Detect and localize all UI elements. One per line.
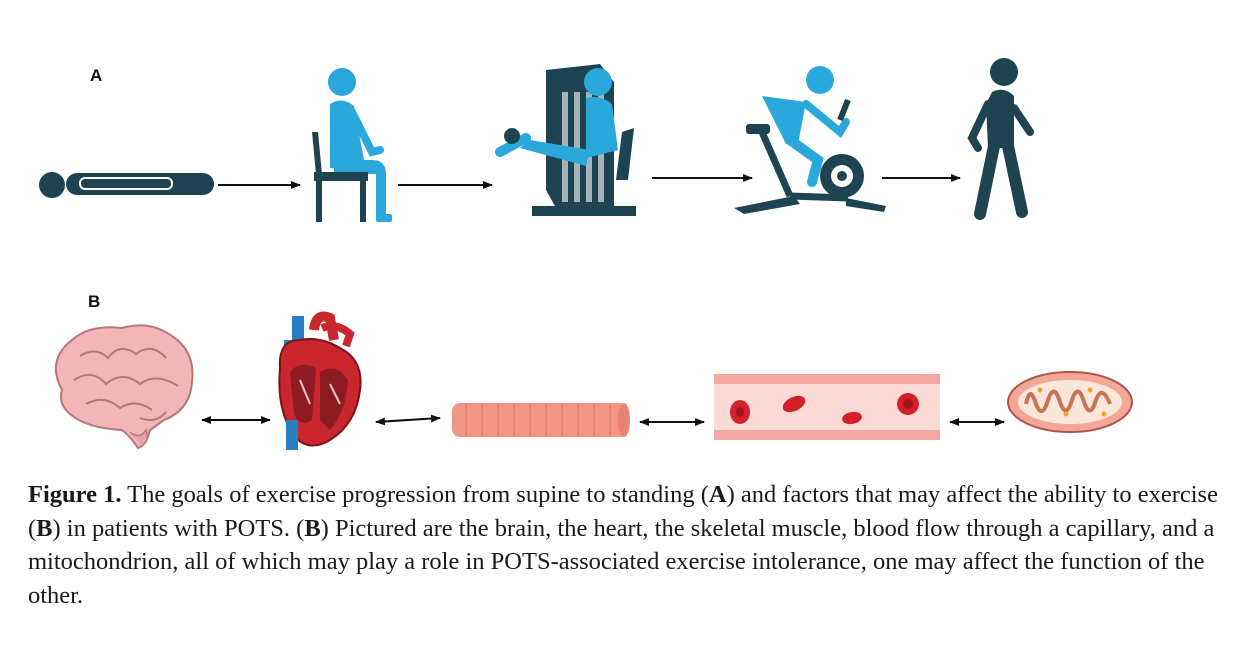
- caption-ref-b: B: [36, 514, 53, 542]
- panel-b-label: B: [88, 292, 101, 311]
- brain-icon: [54, 324, 194, 450]
- walking-person-icon: [967, 58, 1034, 220]
- arrow-b2: [375, 414, 441, 426]
- mitochondrion-icon: [1007, 371, 1133, 433]
- caption-text-4: ) Pictured are the brain, the heart, the…: [28, 514, 1215, 609]
- figure-illustration: [39, 58, 1133, 450]
- supine-person-icon: [39, 172, 214, 198]
- heart-icon: [278, 311, 362, 450]
- figure-label: Figure 1.: [28, 481, 122, 508]
- panel-a-label: A: [90, 66, 103, 85]
- caption-text-2: ) and factors that may affect the abilit…: [28, 481, 1218, 542]
- seated-person-icon: [312, 68, 392, 222]
- leg-press-person-icon: [495, 64, 636, 216]
- caption-ref-a: A: [708, 481, 727, 508]
- cycling-person-icon: [734, 66, 886, 214]
- capillary-icon: [714, 374, 940, 440]
- caption-text-3: ) in patients with POTS. (: [52, 514, 305, 542]
- muscle-icon: [452, 403, 630, 437]
- caption-ref-b-2: B: [304, 514, 321, 542]
- figure-caption: Figure 1. The goals of exercise progress…: [28, 478, 1224, 612]
- caption-text-1: The goals of exercise progression from s…: [121, 481, 709, 508]
